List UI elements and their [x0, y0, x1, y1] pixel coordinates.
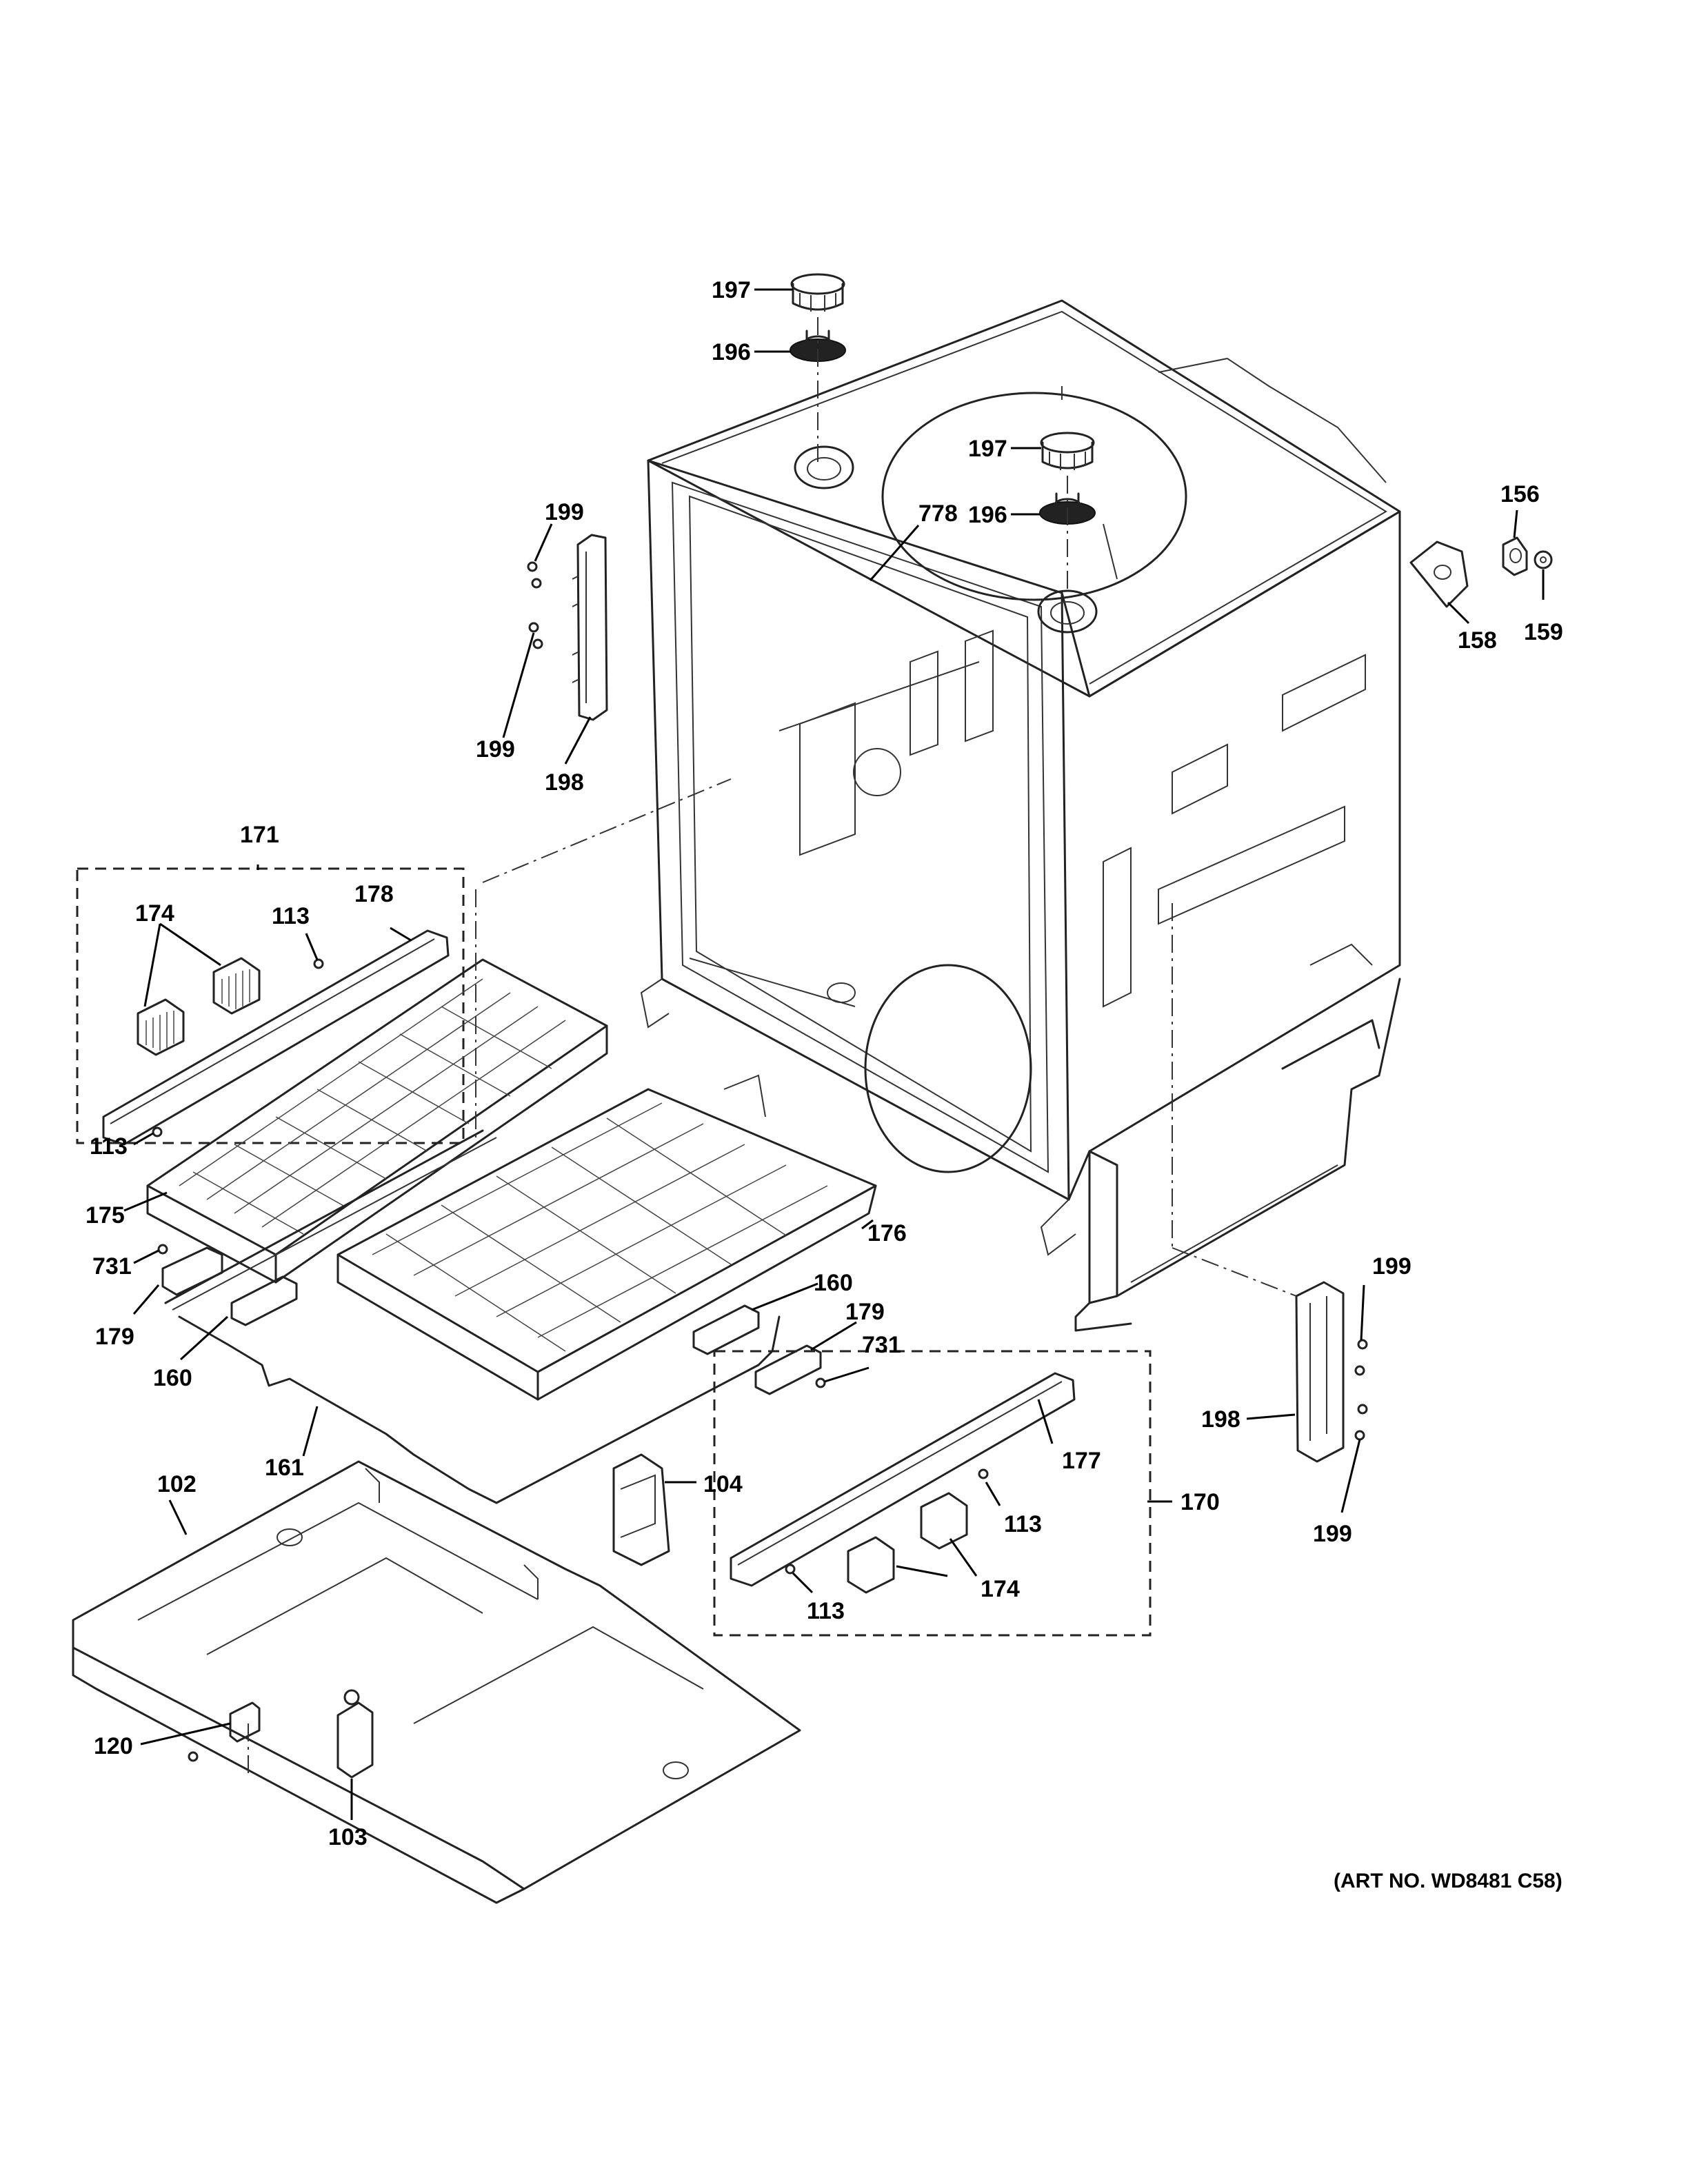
rack-176 [336, 1088, 877, 1401]
center-lines [248, 317, 1297, 1779]
stops-174-lower [847, 1492, 968, 1594]
group-box-170 [713, 1350, 1152, 1637]
callout-177: 177 [1062, 1448, 1101, 1474]
callout-113-lower-b: 113 [807, 1598, 845, 1624]
callout-175: 175 [86, 1202, 125, 1228]
callout-113-lower-a: 113 [1004, 1511, 1042, 1537]
callout-labels: 197 196 197 196 778 156 158 159 199 199 … [86, 277, 1563, 1850]
bracket-104 [612, 1453, 670, 1566]
callout-102: 102 [157, 1471, 197, 1497]
tub-assembly [640, 299, 1401, 1332]
callout-179-upper: 179 [95, 1324, 134, 1350]
callout-198-lower: 198 [1201, 1406, 1240, 1433]
rail-198-left [572, 534, 608, 721]
callout-196-top: 196 [712, 339, 751, 365]
base-102 [72, 1460, 801, 1904]
leader-lines [123, 288, 1545, 1820]
callout-176: 176 [867, 1220, 907, 1246]
callout-731-lower: 731 [862, 1332, 901, 1358]
screws-113-upper [152, 958, 324, 1138]
nut-197-top [790, 273, 845, 312]
callout-196-mid: 196 [968, 502, 1007, 528]
callout-156: 156 [1500, 481, 1540, 507]
callout-113-upper-b: 113 [90, 1133, 128, 1160]
callout-174-lower: 174 [981, 1576, 1020, 1602]
callout-731-upper: 731 [92, 1253, 132, 1280]
nut-197-mid [1040, 432, 1095, 470]
rack-175 [146, 958, 608, 1284]
callout-104: 104 [703, 1471, 743, 1497]
clip-160-upper [230, 1275, 298, 1326]
rail-178 [102, 929, 450, 1146]
clip-179-lower [754, 1344, 822, 1395]
group-box-171 [76, 867, 465, 1144]
screws-113-lower [785, 1468, 989, 1575]
callout-170: 170 [1180, 1489, 1220, 1515]
slide-rail-161 [164, 1129, 781, 1504]
callout-197-mid: 197 [968, 436, 1007, 462]
clip-179-upper [161, 1246, 223, 1296]
rail-177 [730, 1372, 1076, 1587]
bracket-158 [1409, 540, 1469, 608]
callout-197-top: 197 [712, 277, 751, 303]
callout-161: 161 [265, 1455, 304, 1481]
callout-198-upper: 198 [545, 769, 584, 796]
callout-174-upper: 174 [135, 900, 174, 927]
screws-199-right [1354, 1339, 1368, 1441]
screws-731 [157, 1244, 826, 1388]
stops-174-upper [137, 957, 261, 1056]
callout-199-lower-b: 199 [1313, 1521, 1352, 1547]
bracket-120 [188, 1701, 261, 1762]
callout-778: 778 [918, 501, 958, 527]
callout-178: 178 [354, 881, 394, 907]
washer-159 [1534, 550, 1553, 569]
clip-160-lower [692, 1304, 760, 1355]
callout-159: 159 [1524, 619, 1563, 645]
rail-198-right [1295, 1281, 1345, 1463]
clip-156 [1502, 536, 1528, 576]
callout-113-upper-a: 113 [272, 903, 310, 929]
callout-160-left: 160 [153, 1365, 192, 1391]
callout-199-upper-a: 199 [545, 499, 584, 525]
callout-160-right: 160 [814, 1270, 853, 1296]
callout-103: 103 [328, 1824, 368, 1850]
screws-199-left [527, 561, 543, 649]
callout-179-lower: 179 [845, 1299, 885, 1325]
hinge-103 [336, 1689, 374, 1779]
callout-171: 171 [240, 822, 279, 848]
callout-120: 120 [94, 1733, 133, 1759]
callout-199-lower-a: 199 [1372, 1253, 1411, 1280]
art-number: (ART NO. WD8481 C58) [1334, 1870, 1563, 1892]
callout-199-upper-b: 199 [476, 736, 515, 762]
callout-158: 158 [1458, 627, 1497, 654]
